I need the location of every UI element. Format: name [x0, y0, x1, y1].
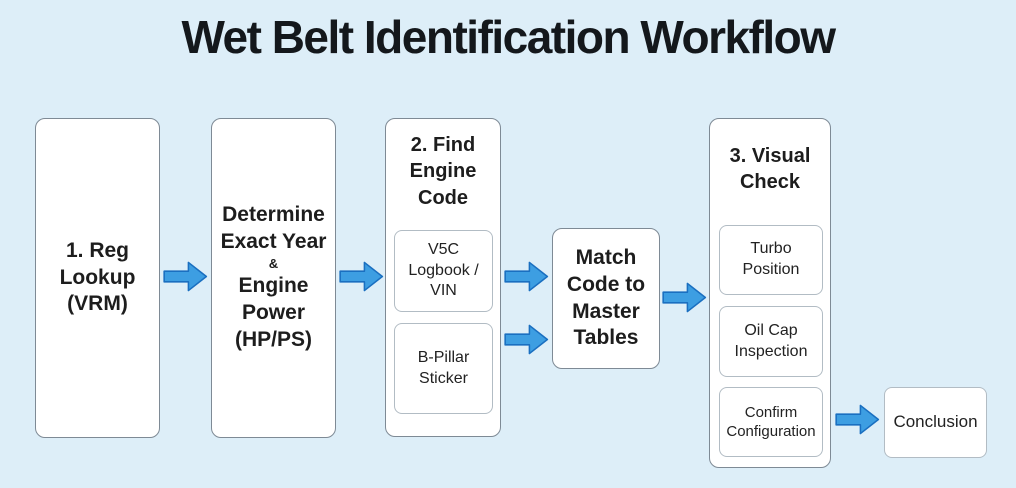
- node-reg-lookup-label: 1. Reg Lookup (VRM): [59, 238, 136, 316]
- node-turbo-position-label: Turbo Position: [742, 240, 800, 278]
- node-match-master-tables-label: Match Code to Master Tables: [566, 245, 646, 350]
- confirm-to-conclusion-arrow-icon: [835, 403, 880, 436]
- node-confirm-configuration-label: Confirm Configuration: [726, 403, 816, 441]
- node-determine-ampersand: &: [268, 256, 279, 272]
- node-determine-label-bottom: Engine Power (HP/PS): [234, 274, 312, 351]
- node-find-engine-code-title: 2. Find Engine Code: [409, 134, 477, 209]
- v5c-to-match-arrow-icon: [504, 260, 549, 293]
- node-reg-lookup: 1. Reg Lookup (VRM): [35, 118, 160, 438]
- bpillar-to-match-arrow-icon: [504, 323, 549, 356]
- node-determine-year-power: Determine Exact Year & Engine Power (HP/…: [211, 118, 336, 438]
- node-visual-check: 3. Visual Check Turbo Position Oil Cap I…: [709, 118, 831, 468]
- page-title: Wet Belt Identification Workflow: [181, 11, 836, 63]
- node-v5c-logbook-vin-label: V5C Logbook / VIN: [408, 240, 479, 300]
- reg-to-determine-arrow-icon: [163, 260, 208, 293]
- node-visual-check-title: 3. Visual Check: [729, 145, 811, 194]
- node-v5c-logbook-vin: V5C Logbook / VIN: [394, 230, 493, 312]
- node-find-engine-code: 2. Find Engine Code V5C Logbook / VIN B-…: [385, 118, 501, 437]
- node-conclusion-label: Conclusion: [893, 412, 978, 432]
- node-conclusion: Conclusion: [884, 387, 987, 458]
- match-to-visual-arrow-icon: [662, 281, 707, 314]
- node-confirm-configuration: Confirm Configuration: [719, 387, 823, 457]
- node-turbo-position: Turbo Position: [719, 225, 823, 295]
- node-match-master-tables: Match Code to Master Tables: [552, 228, 660, 369]
- node-determine-label-top: Determine Exact Year: [220, 203, 327, 254]
- node-b-pillar-sticker: B-Pillar Sticker: [394, 323, 493, 414]
- node-oil-cap-inspection: Oil Cap Inspection: [719, 306, 823, 377]
- node-oil-cap-inspection-label: Oil Cap Inspection: [734, 321, 808, 360]
- determine-to-find-arrow-icon: [339, 260, 384, 293]
- node-b-pillar-sticker-label: B-Pillar Sticker: [417, 348, 470, 387]
